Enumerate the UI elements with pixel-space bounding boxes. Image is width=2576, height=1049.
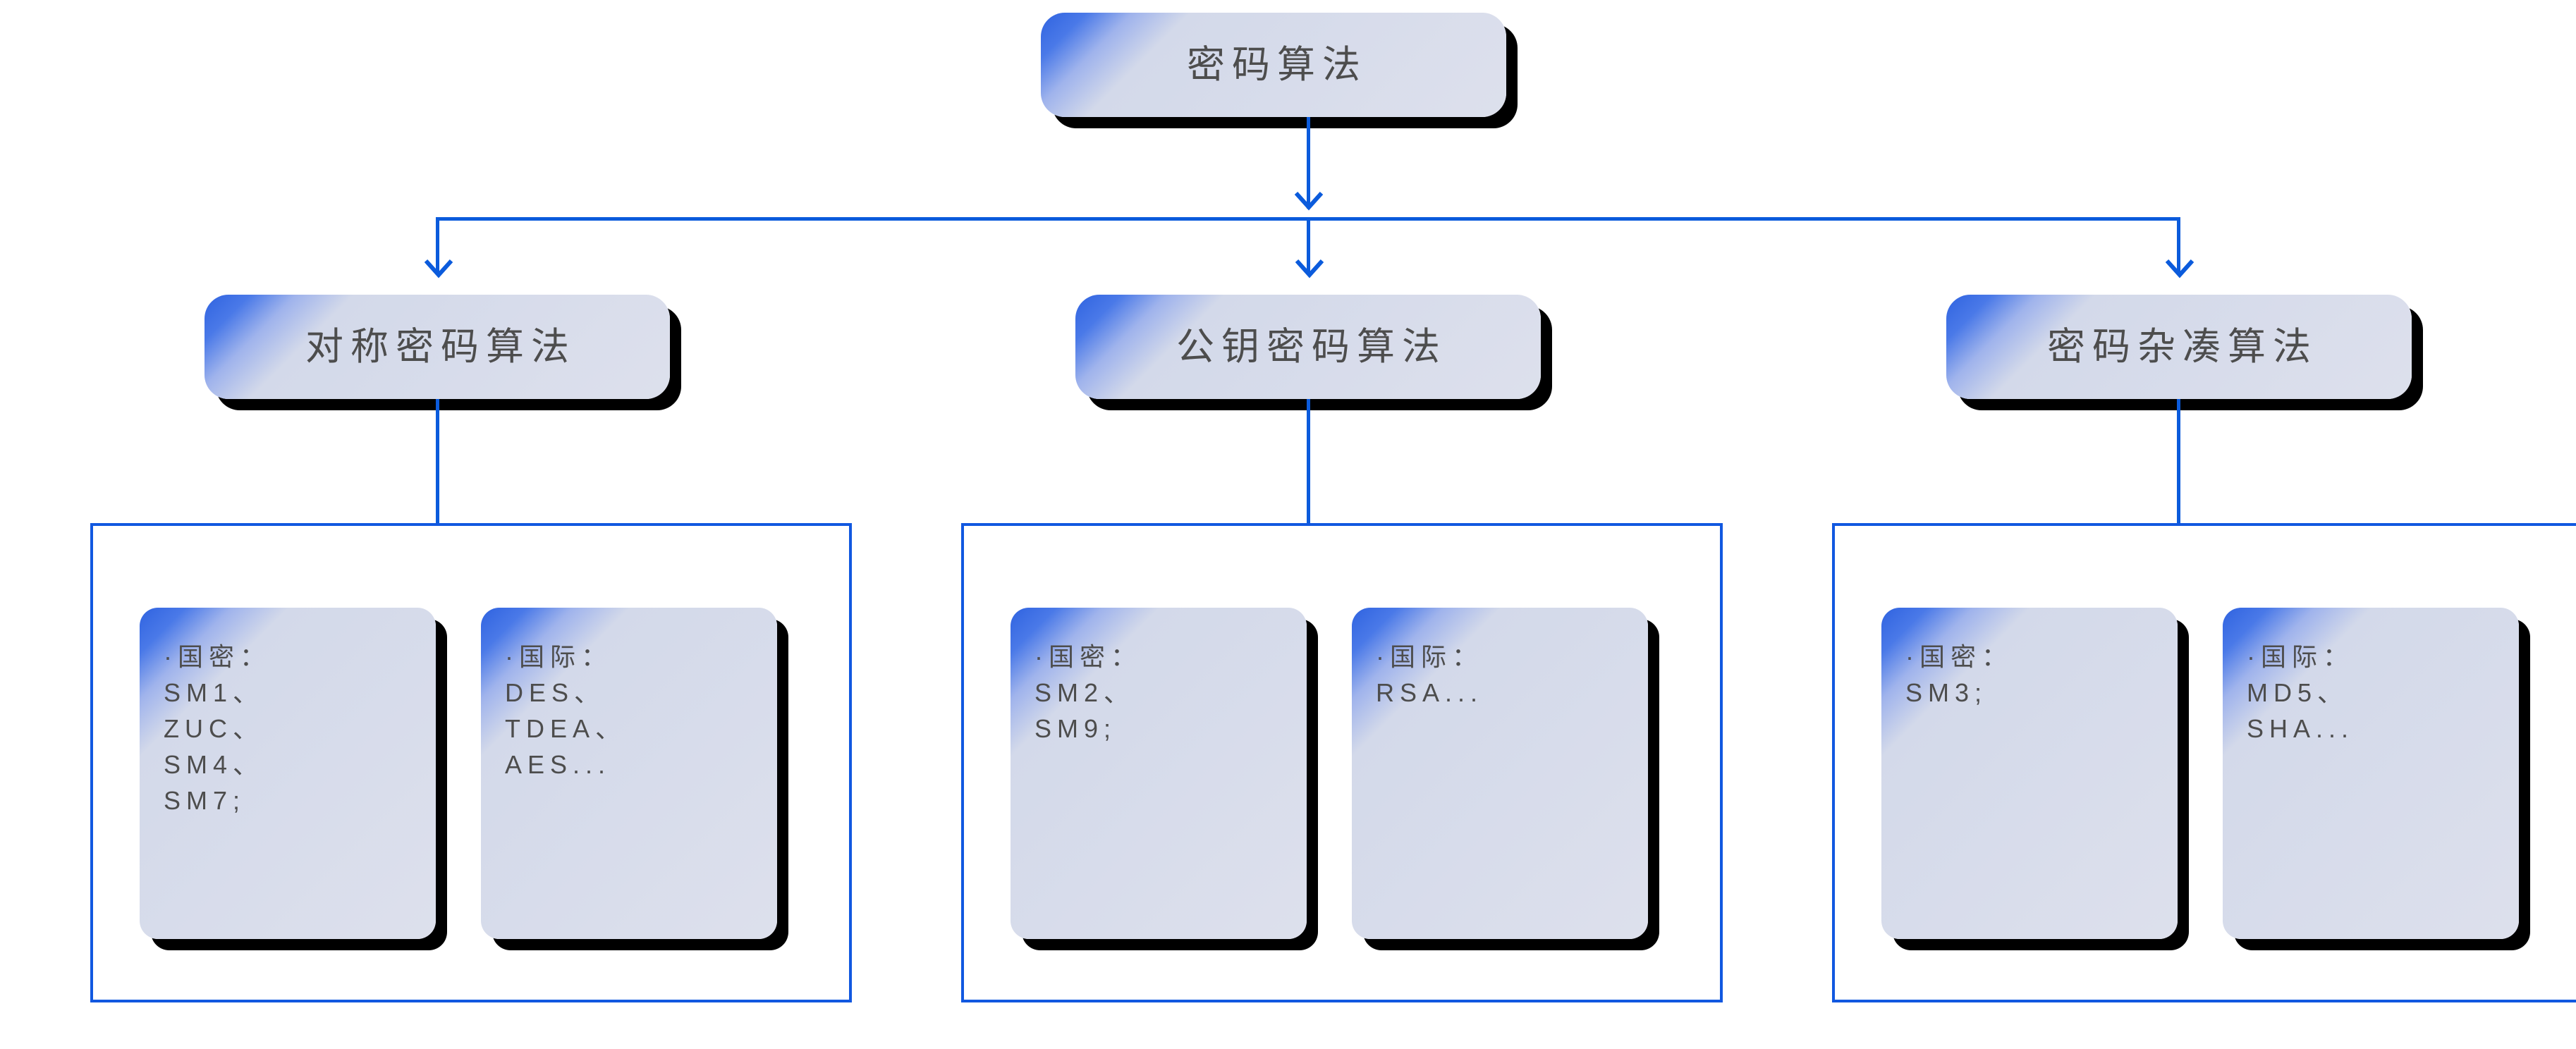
- group-connector-2: [1307, 399, 1310, 523]
- root-node[interactable]: 密码算法: [1041, 13, 1506, 117]
- leaf-card-3-1[interactable]: ·国密： SM3;: [1881, 608, 2178, 939]
- branch-node-label-3: 密码杂凑算法: [2047, 326, 2318, 368]
- branch-node-label-1: 对称密码算法: [305, 326, 576, 368]
- root-arrowhead-icon: [1295, 192, 1323, 211]
- branch-drop-connector-3: [2177, 217, 2180, 275]
- leaf-card-text-3-1: ·国密： SM3;: [1905, 642, 2013, 708]
- leaf-card-text-2-2: ·国际： RSA...: [1376, 642, 1484, 708]
- leaf-card-3-2[interactable]: ·国际： MD5、 SHA...: [2223, 608, 2519, 939]
- leaf-card-text-2-1: ·国密： SM2、 SM9;: [1034, 642, 1142, 744]
- branch-arrowhead-icon-2: [1295, 259, 1324, 278]
- leaf-card-text-1-2: ·国际： DES、 TDEA、 AES...: [505, 642, 627, 780]
- group-connector-1: [436, 399, 439, 523]
- branch-arrowhead-icon-1: [425, 259, 453, 278]
- group-box-2: [961, 523, 1723, 1002]
- root-down-connector: [1307, 117, 1310, 209]
- group-connector-3: [2177, 399, 2180, 523]
- branch-drop-connector-1: [436, 217, 439, 275]
- leaf-card-1-2[interactable]: ·国际： DES、 TDEA、 AES...: [481, 608, 777, 939]
- leaf-card-2-1[interactable]: ·国密： SM2、 SM9;: [1011, 608, 1307, 939]
- branch-drop-connector-2: [1307, 217, 1310, 275]
- branch-node-label-2: 公钥密码算法: [1176, 326, 1447, 368]
- group-box-3: [1832, 523, 2576, 1002]
- group-box-1: [90, 523, 852, 1002]
- root-node-label: 密码算法: [1187, 44, 1367, 86]
- leaf-card-2-2[interactable]: ·国际： RSA...: [1352, 608, 1648, 939]
- branch-node-1[interactable]: 对称密码算法: [205, 295, 670, 399]
- leaf-card-text-3-2: ·国际： MD5、 SHA...: [2247, 642, 2355, 744]
- branch-node-2[interactable]: 公钥密码算法: [1075, 295, 1541, 399]
- branch-node-3[interactable]: 密码杂凑算法: [1946, 295, 2412, 399]
- leaf-card-text-1-1: ·国密： SM1、 ZUC、 SM4、 SM7;: [164, 642, 271, 816]
- branch-arrowhead-icon-3: [2166, 259, 2194, 278]
- leaf-card-1-1[interactable]: ·国密： SM1、 ZUC、 SM4、 SM7;: [140, 608, 436, 939]
